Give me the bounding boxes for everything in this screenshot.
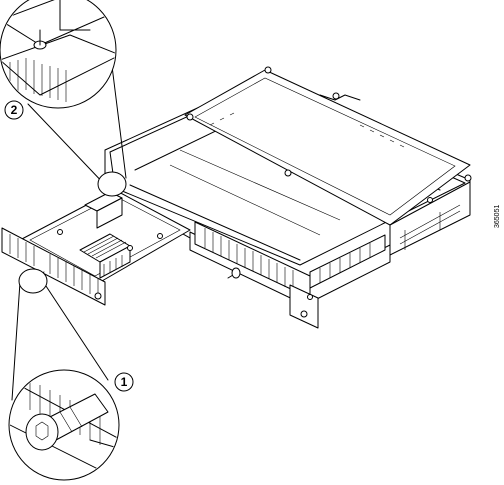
callout-1-label: 1	[121, 375, 128, 389]
router-chassis	[104, 66, 472, 329]
callout-2-label: 2	[11, 103, 18, 117]
network-module	[1, 189, 191, 306]
detail-view-2: 2	[0, 0, 127, 197]
detail-view-1: 1	[8, 268, 134, 481]
figure-id: 365051	[494, 205, 501, 228]
